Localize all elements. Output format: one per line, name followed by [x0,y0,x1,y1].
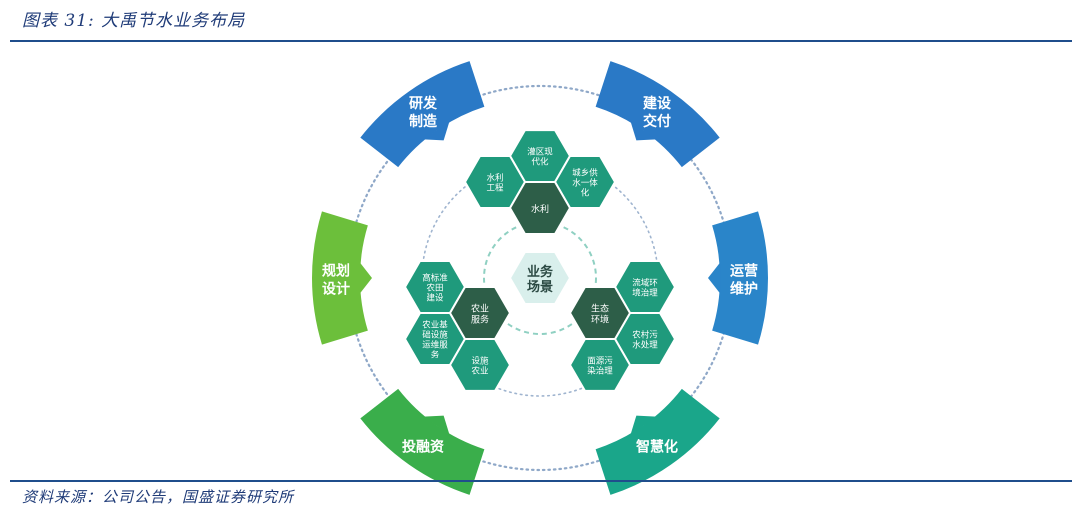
cell-label: 设施农业 [471,355,489,376]
segment-5: 规划设计 [312,211,372,345]
segment-label: 研发制造 [409,95,438,130]
segment-pointer [359,262,372,294]
center-hub: 业务场景 [508,251,572,305]
segment-label: 建设交付 [643,95,672,130]
top-rule [10,40,1072,42]
segment-shape [312,211,368,345]
segment-pointer [630,121,657,141]
hub-label: 水利 [531,203,549,215]
cell-label: 高标准农田建设 [422,273,448,304]
segment-label: 运营维护 [730,262,758,297]
cell-label: 水利工程 [486,173,504,194]
segment-pointer [423,415,450,435]
segment-pointer [423,121,450,141]
segment-label: 投融资 [402,438,444,455]
cell-label: 城乡供水一体化 [572,168,598,199]
hub-hexagon [508,181,572,235]
cell-label: 农村污水处理 [632,329,658,350]
segment-shape [595,388,720,495]
center-label: 业务场景 [527,264,554,295]
hub-water-conservancy: 水利 [508,181,572,235]
segment-shape [595,61,720,168]
cell-water-engineering: 水利工程 [463,155,527,209]
segment-pointer [630,415,657,435]
segment-2: 运营维护 [708,211,769,345]
figure-title: 图表 31: 大禹节水业务布局 [22,11,246,31]
cell-label: 灌区现代化 [527,147,553,168]
segment-4: 投融资 [360,388,485,495]
hub-label: 农业服务 [471,302,489,325]
segment-shape [360,388,485,495]
segment-pointer [708,262,721,294]
segment-shape [360,61,485,168]
figure-source: 资料来源：公司公告，国盛证券研究所 [22,488,295,506]
segment-0: 研发制造 [360,61,485,168]
segment-shape [712,211,769,345]
hub-hexagon [448,286,512,340]
cell-label: 流域环境治理 [632,278,658,299]
hub-eco-environment: 生态环境 [568,286,632,340]
center-hexagon [508,251,572,305]
hub-hexagon [568,286,632,340]
segment-label: 智慧化 [635,438,678,455]
hub-label: 生态环境 [591,302,609,325]
segment-1: 建设交付 [595,61,720,168]
cell-label: 农业基础设施运维服务 [422,319,448,360]
cell-label: 面源污染治理 [587,355,613,376]
hub-agri-service: 农业服务 [448,286,512,340]
bottom-rule [10,480,1072,482]
segment-label: 规划设计 [322,262,350,297]
segment-3: 智慧化 [595,388,720,495]
cell-high-standard-farmland: 高标准农田建设 [403,260,467,314]
